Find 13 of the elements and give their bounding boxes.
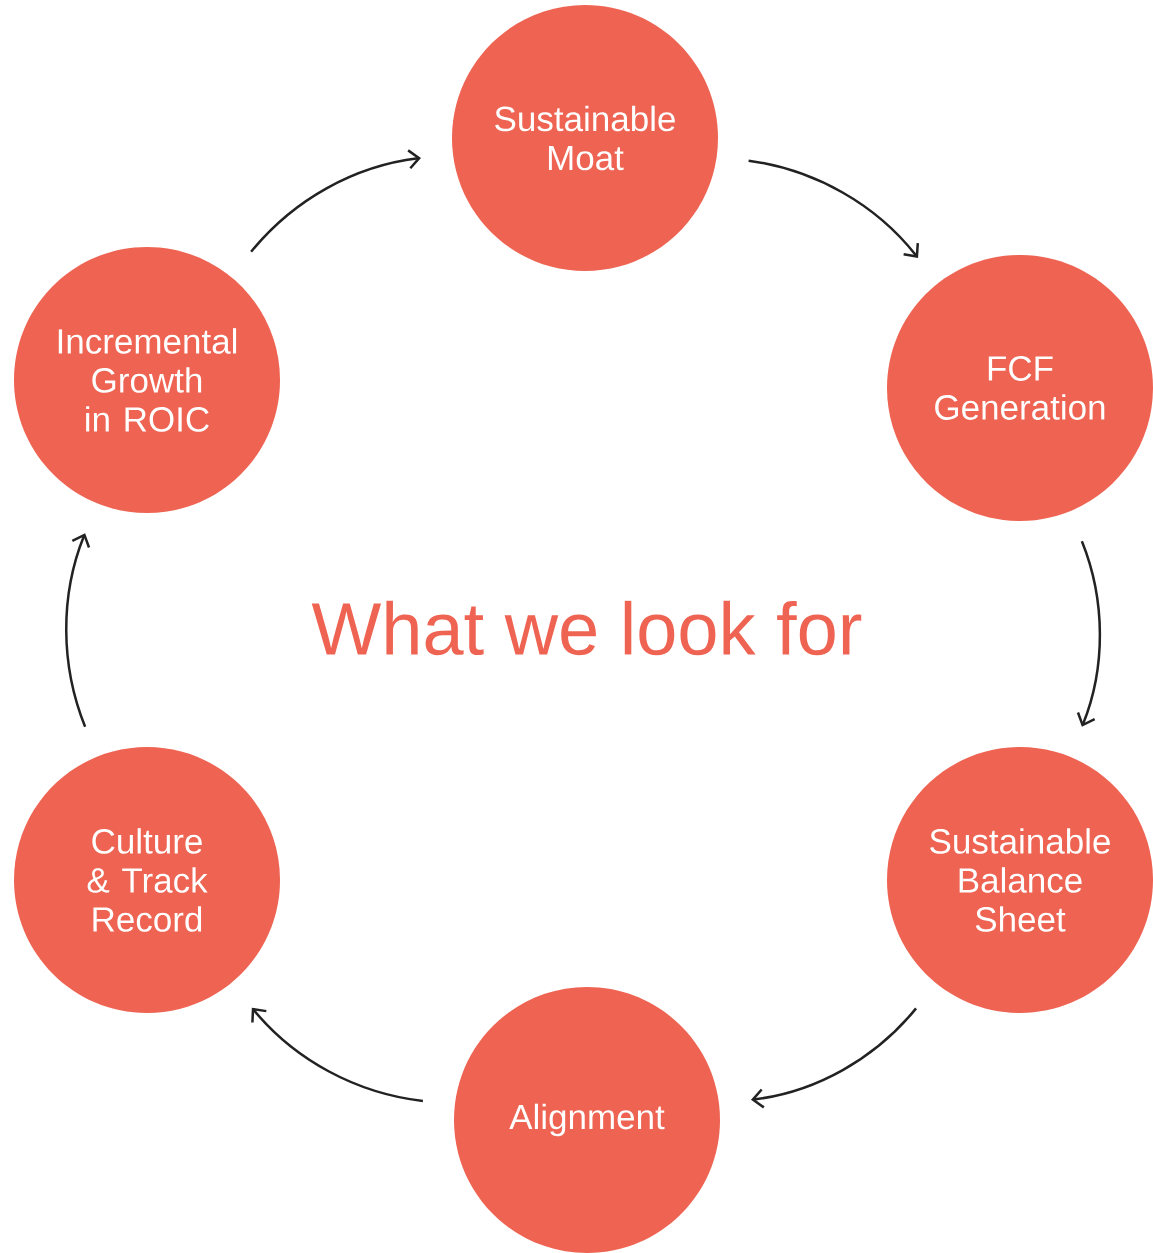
circle-node: Incremental Growth in ROIC (14, 247, 280, 513)
arrow (250, 149, 421, 253)
arrow (1076, 540, 1102, 727)
circle-node: FCF Generation (887, 255, 1153, 521)
circle-node: Alignment (454, 987, 720, 1253)
arrow (65, 533, 91, 728)
arrow (748, 159, 920, 259)
arrow (750, 1007, 917, 1109)
diagram-title: What we look for (311, 600, 862, 656)
arrow (251, 1007, 424, 1103)
circle-node: Sustainable Moat (452, 5, 718, 271)
circle-node: Culture & Track Record (14, 747, 280, 1013)
circle-node: Sustainable Balance Sheet (887, 747, 1153, 1013)
